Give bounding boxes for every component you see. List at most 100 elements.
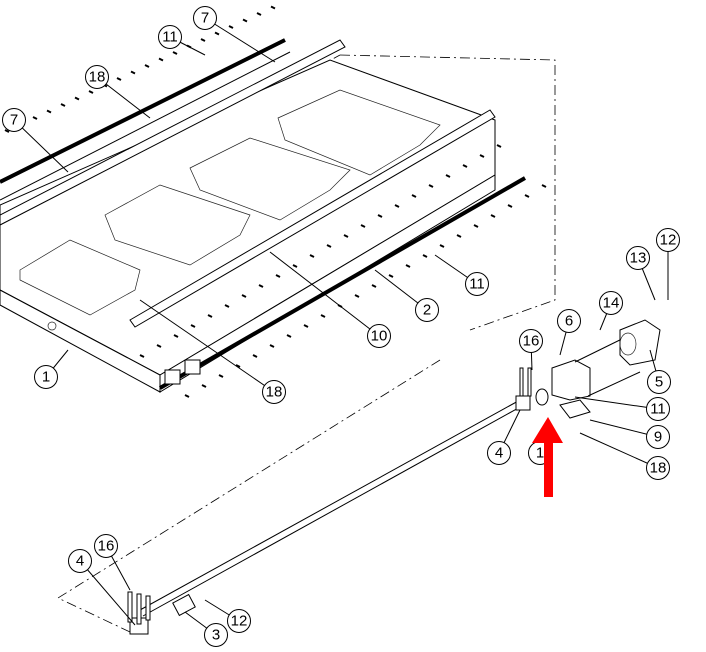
screw-icon bbox=[184, 394, 190, 398]
screw-icon bbox=[74, 96, 80, 101]
callout-number: 12 bbox=[660, 232, 677, 249]
leader-line bbox=[79, 560, 136, 626]
leader-line bbox=[579, 432, 659, 469]
leader-line bbox=[574, 396, 659, 410]
callout-number: 18 bbox=[89, 69, 106, 86]
screw-icon bbox=[214, 31, 220, 36]
callout-number: 7 bbox=[201, 10, 209, 27]
callout-number: 11 bbox=[650, 401, 666, 418]
screw-icon bbox=[275, 274, 281, 278]
callout-number: 5 bbox=[655, 374, 663, 391]
screw-icon bbox=[428, 184, 434, 188]
leader-line bbox=[139, 299, 275, 393]
leader-line bbox=[269, 251, 380, 337]
screw-icon bbox=[88, 90, 94, 94]
screw-icon bbox=[388, 274, 394, 278]
callout-2: 2 bbox=[415, 298, 439, 322]
callout-number: 3 bbox=[212, 627, 220, 644]
screw-icon bbox=[4, 129, 10, 133]
table-frame bbox=[0, 59, 496, 393]
screw-icon bbox=[360, 224, 366, 228]
red-highlight-arrow bbox=[532, 417, 563, 497]
callout-number: 11 bbox=[162, 29, 178, 46]
callout-18: 18 bbox=[262, 380, 286, 404]
screw-icon bbox=[343, 234, 349, 238]
linear-rails bbox=[0, 38, 526, 390]
callout-9: 9 bbox=[646, 425, 670, 449]
callout-number: 18 bbox=[266, 384, 283, 401]
callout-number: 13 bbox=[630, 250, 647, 267]
screw-icon bbox=[242, 18, 248, 23]
screw-icon bbox=[524, 194, 530, 198]
callout-10: 10 bbox=[367, 324, 391, 348]
screw-icon bbox=[235, 364, 241, 368]
callout-16: 16 bbox=[519, 329, 543, 353]
callout-11: 11 bbox=[158, 25, 182, 49]
callout-4: 4 bbox=[487, 441, 511, 465]
callout-number: 4 bbox=[76, 553, 84, 570]
screw-icon bbox=[116, 77, 122, 81]
screw-icon bbox=[173, 334, 179, 338]
callout-3: 3 bbox=[204, 623, 228, 647]
callout-4: 4 bbox=[68, 549, 92, 573]
screw-icon bbox=[252, 354, 258, 358]
screw-icon bbox=[218, 374, 224, 378]
screw-icon bbox=[377, 214, 383, 218]
screw-icon bbox=[46, 109, 52, 114]
callout-18: 18 bbox=[85, 65, 109, 89]
screw-icon bbox=[241, 294, 247, 298]
screw-icon bbox=[269, 344, 275, 348]
callout-11: 11 bbox=[465, 272, 489, 296]
callout-1: 1 bbox=[34, 365, 58, 389]
callout-number: 1 bbox=[536, 445, 544, 462]
screw-icon bbox=[286, 334, 292, 338]
callout-number: 14 bbox=[603, 295, 620, 312]
callout-number: 16 bbox=[98, 538, 115, 555]
screw-icon bbox=[473, 224, 479, 228]
callout-number: 2 bbox=[423, 302, 431, 319]
ball-screw bbox=[127, 399, 523, 635]
screw-icon bbox=[200, 38, 206, 42]
callout-number: 18 bbox=[650, 460, 667, 477]
screw-icon bbox=[405, 264, 411, 268]
screw-icon bbox=[139, 354, 145, 358]
callout-7: 7 bbox=[193, 6, 217, 30]
screw-icon bbox=[490, 214, 496, 218]
callout-number: 9 bbox=[654, 429, 662, 446]
screw-icon bbox=[258, 284, 264, 288]
screw-icon bbox=[60, 103, 66, 107]
screw-icon bbox=[309, 254, 315, 258]
screw-icon bbox=[411, 194, 417, 198]
leader-line bbox=[204, 17, 276, 63]
callout-number: 12 bbox=[231, 613, 248, 630]
screw-icon bbox=[456, 234, 462, 238]
motor-assembly bbox=[515, 319, 661, 419]
screw-icon bbox=[224, 304, 230, 308]
callout-13: 13 bbox=[626, 246, 650, 270]
callout-number: 1 bbox=[42, 369, 50, 386]
screw-icon bbox=[156, 344, 162, 348]
callout-number: 6 bbox=[565, 313, 573, 330]
screw-icon bbox=[256, 12, 262, 16]
screw-icon bbox=[439, 244, 445, 248]
screw-icon bbox=[394, 204, 400, 208]
screw-icon bbox=[422, 254, 428, 258]
callout-5: 5 bbox=[647, 370, 671, 394]
callout-number: 7 bbox=[10, 112, 18, 129]
screw-icon bbox=[32, 116, 38, 120]
callout-number: 10 bbox=[371, 328, 388, 345]
screw-icon bbox=[144, 64, 150, 68]
screw-icon bbox=[228, 25, 234, 29]
screw-icon bbox=[496, 144, 502, 148]
callout-16: 16 bbox=[94, 534, 118, 558]
screw-icon bbox=[507, 204, 513, 208]
screw-icon bbox=[292, 264, 298, 268]
screw-icon bbox=[130, 70, 136, 75]
screw-icon bbox=[445, 174, 451, 178]
callout-11: 11 bbox=[646, 397, 670, 421]
callout-number: 11 bbox=[469, 276, 485, 293]
callout-12: 12 bbox=[656, 228, 680, 252]
callout-14: 14 bbox=[599, 291, 623, 315]
